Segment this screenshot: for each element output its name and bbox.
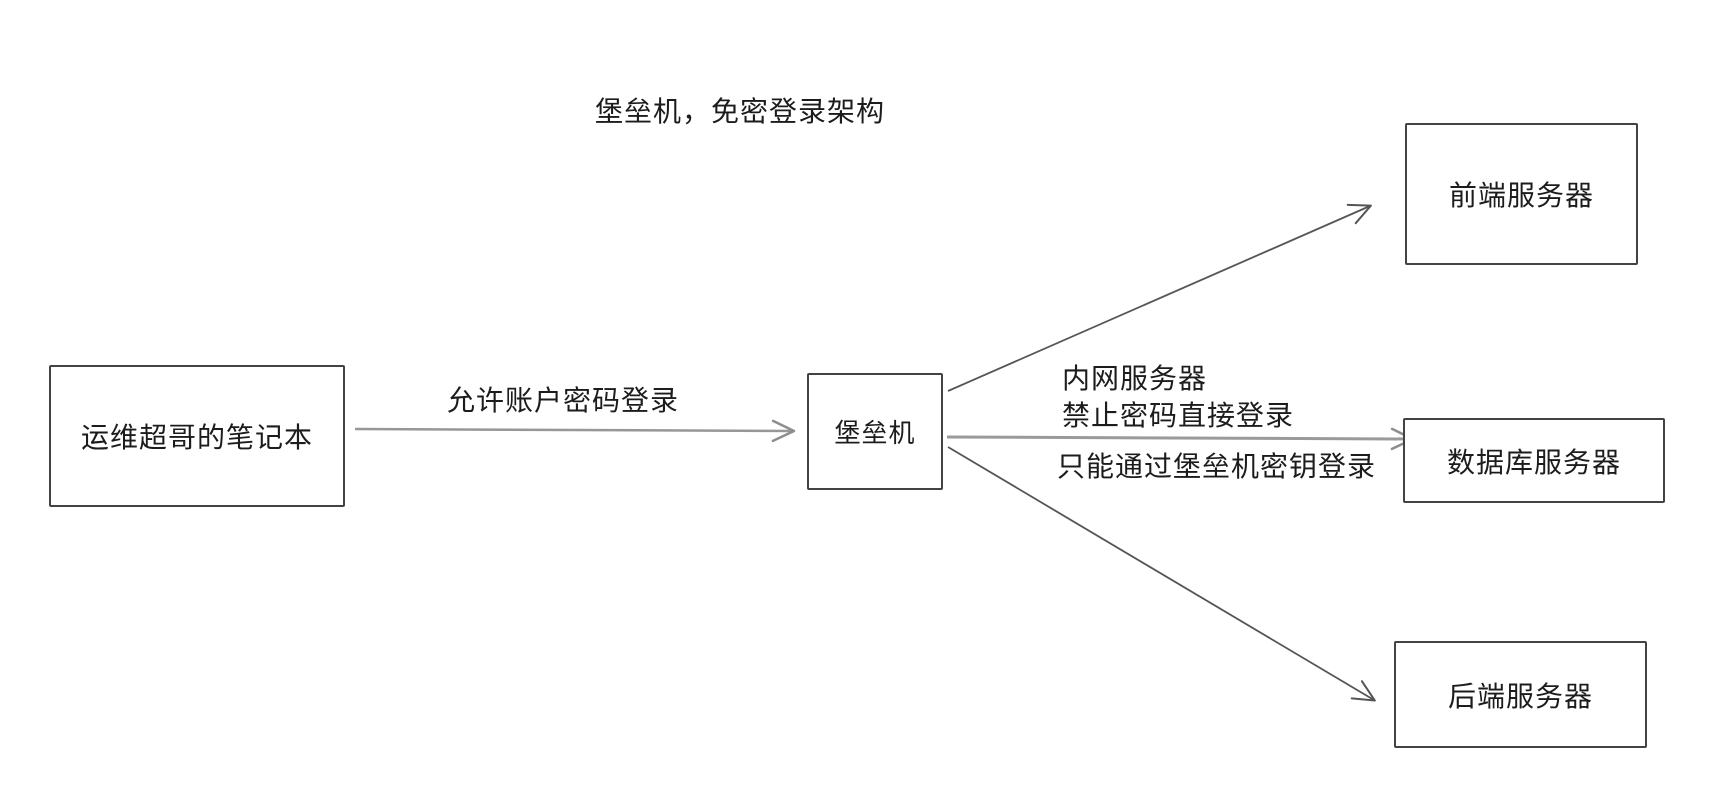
node-bastion-host-label: 堡垒机: [834, 419, 916, 449]
annotation-bastion-key-only-login: 只能通过堡垒机密钥登录: [1057, 450, 1377, 483]
node-backend-server[interactable]: 后端服务器: [1394, 641, 1647, 748]
edge-bastion-to-database-arrow: [946, 427, 1415, 451]
node-frontend-server[interactable]: 前端服务器: [1405, 123, 1638, 265]
node-frontend-server-label: 前端服务器: [1448, 179, 1594, 212]
node-bastion-host[interactable]: 堡垒机: [807, 373, 943, 490]
node-ops-laptop-label: 运维超哥的笔记本: [80, 421, 313, 454]
node-backend-server-label: 后端服务器: [1447, 679, 1593, 713]
edge-label-allow-password-login: 允许账户密码登录: [447, 384, 680, 417]
edge-laptop-to-bastion-arrow: [354, 419, 796, 443]
node-ops-laptop[interactable]: 运维超哥的笔记本: [49, 365, 345, 507]
node-database-server[interactable]: 数据库服务器: [1403, 418, 1665, 503]
node-database-server-label: 数据库服务器: [1446, 445, 1621, 479]
annotation-intranet-server: 内网服务器: [1062, 362, 1208, 395]
annotation-forbid-password-login: 禁止密码直接登录: [1062, 399, 1295, 432]
diagram-title: 堡垒机，免密登录架构: [594, 95, 885, 128]
